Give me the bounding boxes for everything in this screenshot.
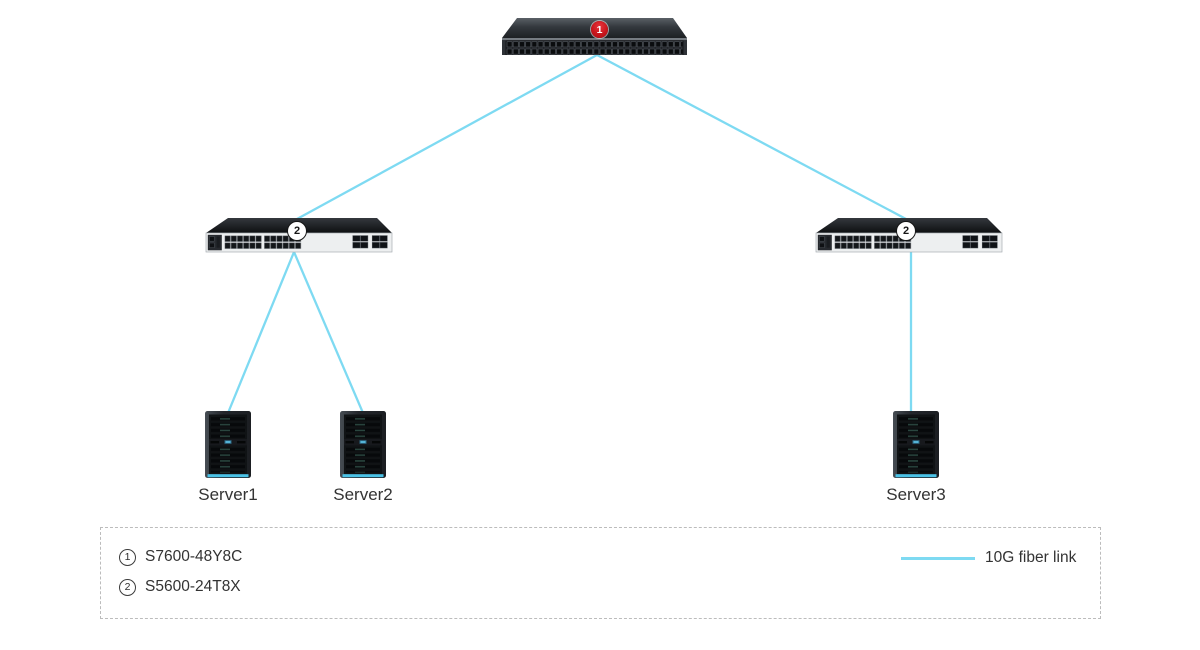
left-access-switch-badge: 2 — [287, 221, 307, 241]
link-core-to-right-switch — [595, 53, 908, 221]
legend-item-access-switch: 2 S5600-24T8X — [119, 578, 241, 596]
server1-graphic — [205, 411, 251, 478]
link-left-switch-to-server2 — [292, 250, 365, 415]
server3-graphic — [893, 411, 939, 478]
legend-access-switch-model: S5600-24T8X — [145, 578, 241, 595]
server3-label: Server3 — [886, 485, 946, 504]
link-core-to-left-switch — [295, 53, 599, 221]
server2-label: Server2 — [333, 485, 393, 504]
legend-core-switch-model: S7600-48Y8C — [145, 548, 243, 565]
fiber-link-sample-line — [901, 557, 975, 560]
legend-item-core-switch: 1 S7600-48Y8C — [119, 548, 242, 566]
fiber-link-label: 10G fiber link — [985, 549, 1077, 566]
circled-number-2-icon: 2 — [119, 578, 136, 596]
fiber-links — [226, 53, 913, 415]
circled-number-1-icon: 1 — [119, 548, 136, 566]
link-left-switch-to-server1 — [226, 250, 296, 415]
right-access-switch-badge: 2 — [896, 221, 916, 241]
server2-graphic — [340, 411, 386, 478]
legend-box: 1 S7600-48Y8C 2 S5600-24T8X 10G fiber li… — [100, 527, 1101, 619]
server1-label: Server1 — [198, 485, 258, 504]
core-switch-badge: 1 — [591, 21, 608, 38]
